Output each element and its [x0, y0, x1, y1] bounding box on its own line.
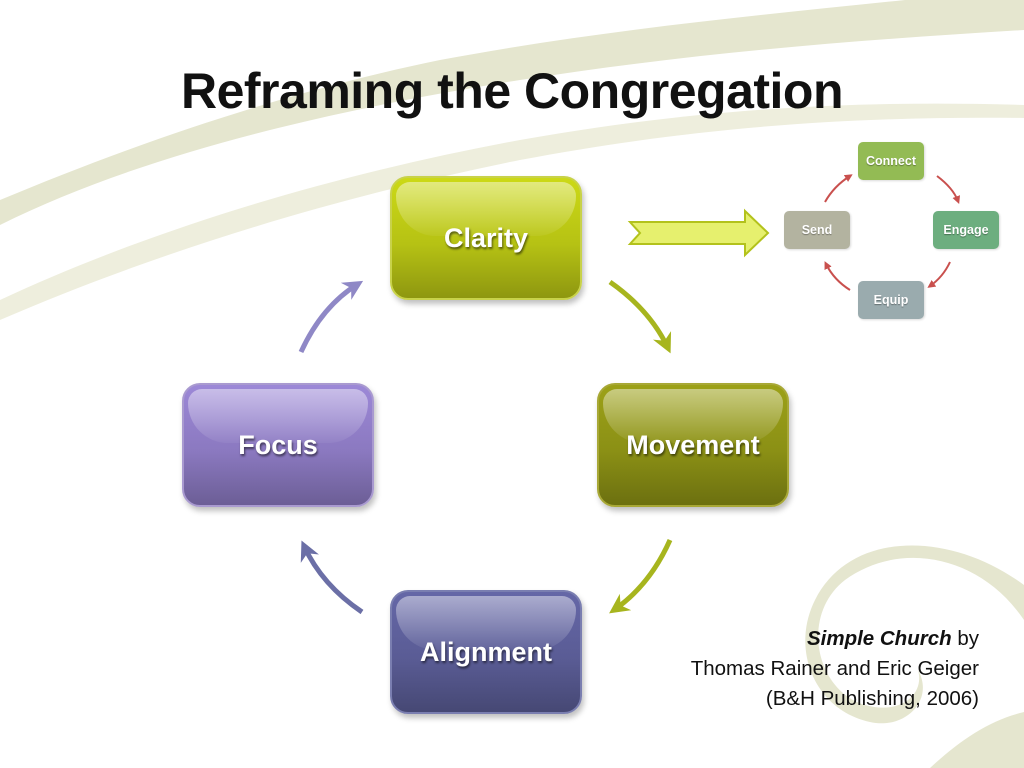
node-clarity-label: Clarity	[443, 222, 529, 253]
node-movement: Movement	[597, 383, 789, 507]
slide-title: Reframing the Congregation	[180, 63, 844, 119]
node-movement-label: Movement	[626, 429, 760, 460]
citation-book-title: Simple Church	[806, 627, 952, 650]
arrow-focus-to-clarity	[298, 280, 364, 354]
background-swirl-bottom-tail	[930, 712, 1024, 768]
citation-publisher: (B&H Publishing, 2006)	[765, 687, 979, 710]
citation-line-1: Simple Church by	[691, 624, 979, 654]
mini-arrow-engage-to-equip	[927, 261, 951, 288]
mini-node-equip: Equip	[858, 281, 924, 319]
mini-node-send: Send	[784, 211, 850, 249]
node-alignment-label: Alignment	[420, 636, 552, 667]
citation: Simple Church by Thomas Rainer and Eric …	[691, 624, 979, 714]
node-focus: Focus	[182, 383, 374, 507]
background-swirl-band	[0, 103, 1024, 320]
arrow-alignment-to-focus	[300, 540, 364, 615]
arrow-movement-to-alignment	[609, 538, 673, 614]
mini-node-engage: Engage	[933, 211, 999, 249]
mini-arrow-send-to-connect	[824, 174, 853, 203]
node-clarity: Clarity	[390, 176, 582, 300]
background-swirl-top	[0, 0, 1024, 225]
transition-arrow	[627, 208, 770, 258]
node-focus-label: Focus	[238, 429, 318, 460]
mini-arrow-connect-to-engage	[936, 175, 961, 204]
mini-node-connect: Connect	[858, 142, 924, 180]
mini-arrow-equip-to-send	[824, 261, 851, 291]
citation-by: by	[957, 627, 979, 650]
arrow-clarity-to-movement	[608, 279, 672, 354]
node-alignment: Alignment	[390, 590, 582, 714]
citation-authors: Thomas Rainer and Eric Geiger	[690, 657, 979, 680]
